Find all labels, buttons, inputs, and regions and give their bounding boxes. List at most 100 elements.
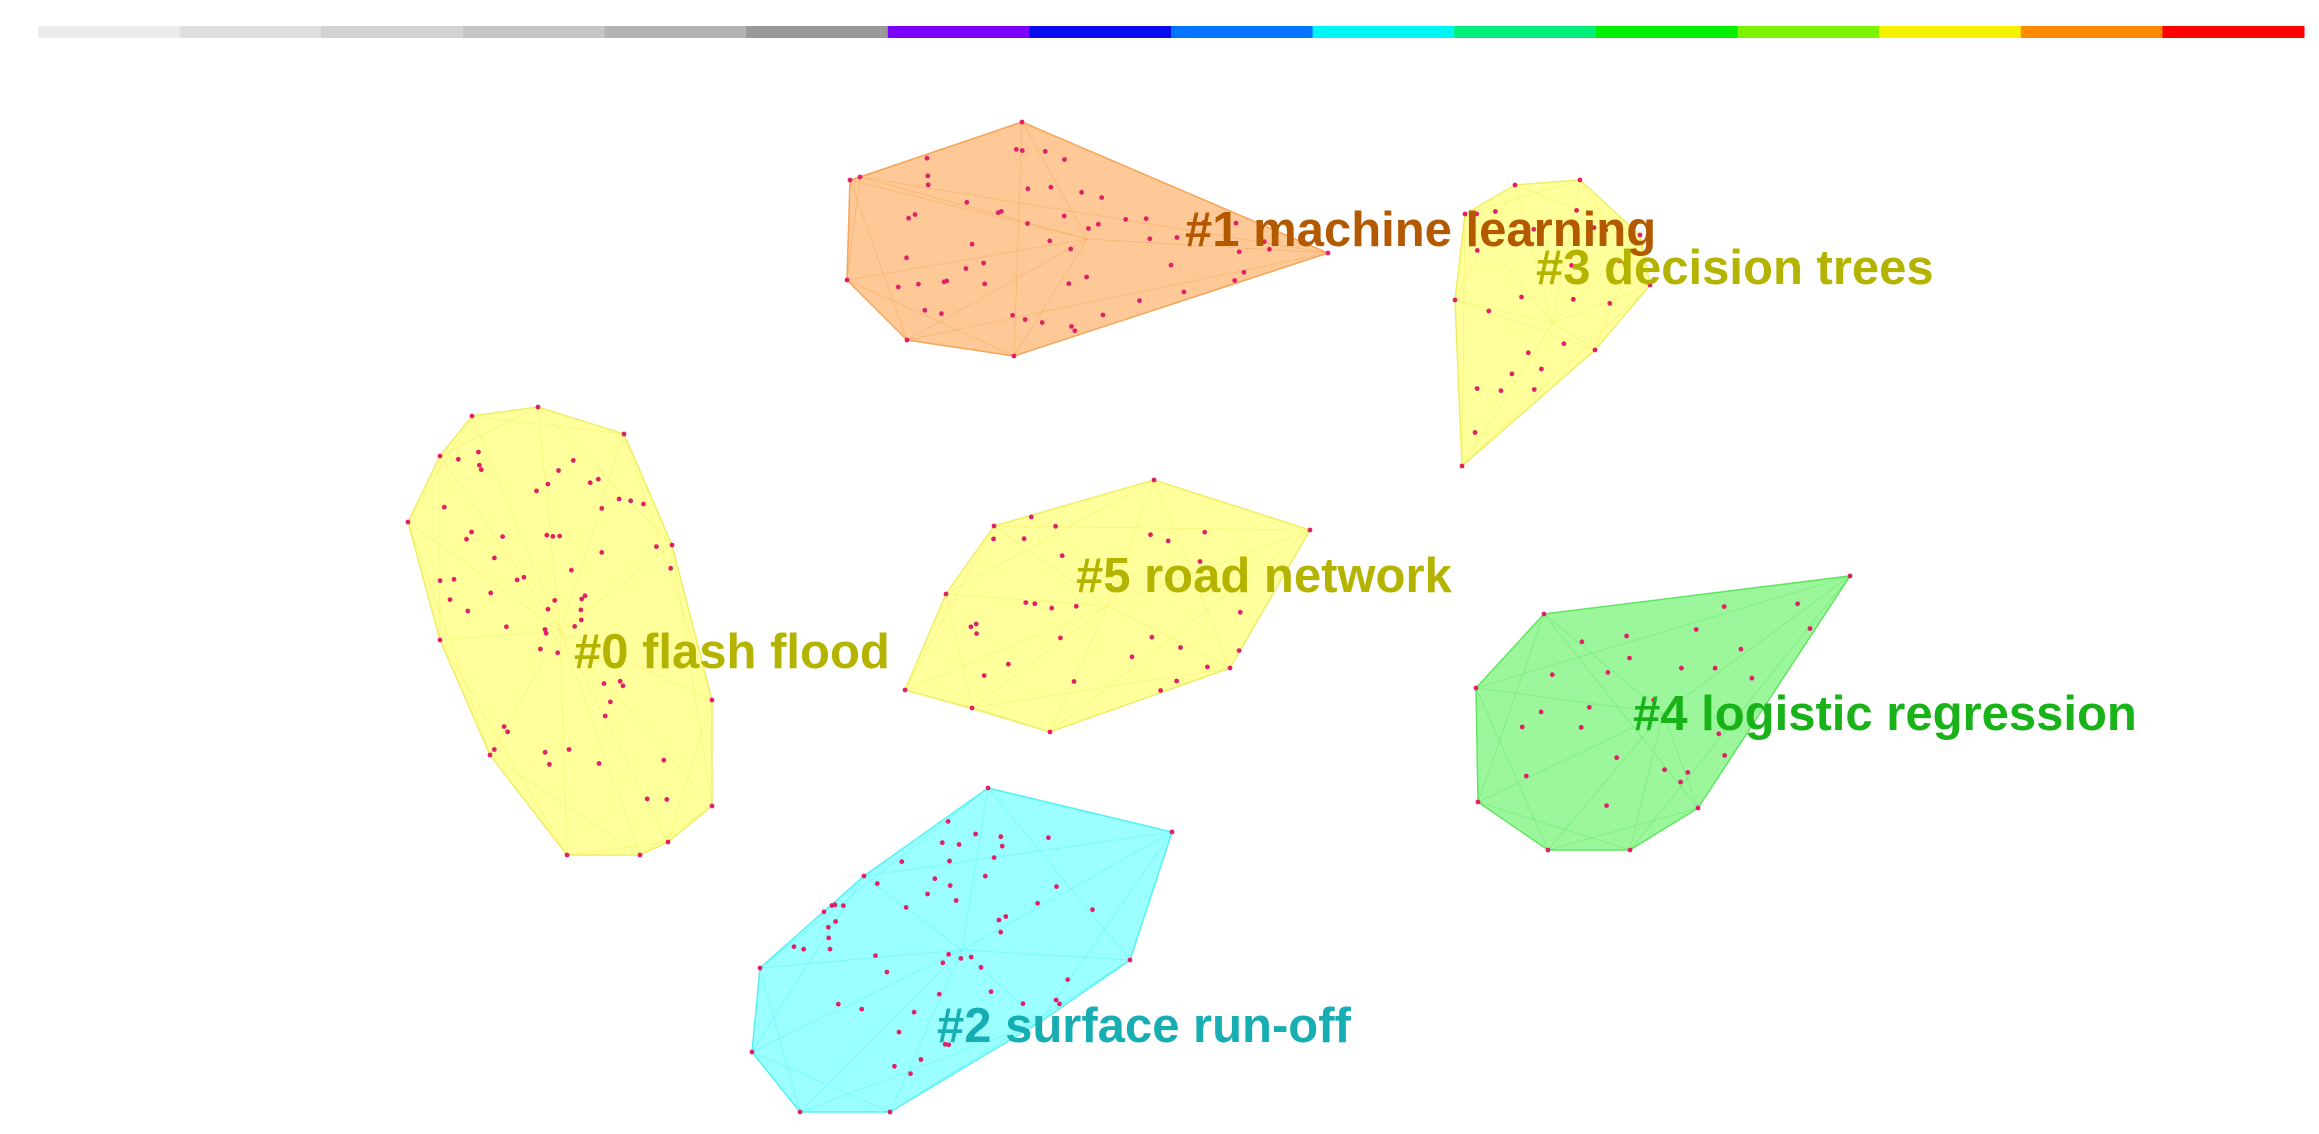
member-node xyxy=(1042,149,1048,154)
member-node xyxy=(944,278,950,284)
member-node xyxy=(1019,148,1025,153)
member-node xyxy=(1054,884,1059,889)
cluster-mesh-line xyxy=(849,121,1023,181)
member-node xyxy=(1065,977,1071,982)
member-node xyxy=(1525,350,1531,356)
cluster-mesh-line xyxy=(1477,801,1631,851)
member-node xyxy=(478,467,484,473)
cluster-mesh-5 xyxy=(904,479,1311,733)
member-node xyxy=(861,873,867,879)
cluster-mesh-line xyxy=(489,630,561,756)
cluster-group-3[interactable] xyxy=(1452,177,1653,469)
cluster-mesh-line xyxy=(859,176,1088,240)
cluster-mesh-line xyxy=(1454,184,1516,301)
member-node xyxy=(916,281,921,287)
member-node xyxy=(1749,675,1755,681)
member-node xyxy=(654,544,659,549)
cluster-mesh-line xyxy=(1475,687,1664,714)
member-node xyxy=(552,598,558,603)
member-node xyxy=(841,903,846,909)
member-node xyxy=(1512,182,1518,188)
member-node xyxy=(892,1063,897,1069)
member-node xyxy=(637,852,643,858)
cluster-mesh-line xyxy=(639,805,713,856)
member-node xyxy=(996,917,1002,923)
cluster-mesh-line xyxy=(889,949,963,1113)
member-node xyxy=(1679,665,1684,671)
member-node xyxy=(661,757,667,763)
member-node xyxy=(477,462,482,468)
cluster-mesh-line xyxy=(1579,179,1651,286)
member-node xyxy=(922,307,928,313)
cluster-group-4[interactable] xyxy=(1473,573,1853,853)
cluster-group-0[interactable] xyxy=(405,404,715,858)
member-node xyxy=(1158,688,1163,693)
cluster-mesh-line xyxy=(1049,605,1108,733)
member-node xyxy=(1073,603,1079,609)
member-node xyxy=(1607,301,1613,306)
member-node xyxy=(1475,799,1481,805)
member-node xyxy=(1039,320,1045,325)
member-node xyxy=(964,199,970,205)
member-node xyxy=(1523,773,1529,779)
cluster-label-4[interactable]: #4 logistic regression xyxy=(1633,687,2137,741)
cluster-label-1[interactable]: #1 machine learning xyxy=(1185,203,1656,257)
timeline-segment xyxy=(38,26,181,38)
member-node xyxy=(437,637,443,643)
member-node xyxy=(1847,573,1853,579)
member-node xyxy=(550,534,556,539)
member-node xyxy=(469,529,474,535)
member-node xyxy=(826,935,832,941)
member-node xyxy=(1100,312,1106,318)
member-node xyxy=(1539,366,1544,372)
cluster-label-0[interactable]: #0 flash flood xyxy=(574,625,890,679)
cluster-mesh-line xyxy=(906,238,1088,341)
cluster-mesh-line xyxy=(1454,299,1596,351)
cluster-group-1[interactable] xyxy=(844,119,1331,359)
member-node xyxy=(969,241,975,247)
member-node xyxy=(1647,282,1653,288)
cluster-members-3 xyxy=(1452,177,1653,469)
member-node xyxy=(1574,208,1579,213)
cluster-mesh-line xyxy=(559,630,641,856)
member-node xyxy=(1721,604,1727,609)
member-node xyxy=(924,155,930,161)
cluster-label-2[interactable]: #2 surface run-off xyxy=(937,999,1352,1053)
cluster-mesh-line xyxy=(849,179,1088,240)
member-node xyxy=(544,532,550,538)
cluster-mesh-line xyxy=(971,605,1108,709)
member-node xyxy=(1057,1001,1062,1007)
cluster-mesh-line xyxy=(1543,613,1664,714)
member-node xyxy=(1165,538,1171,544)
cluster-members-0 xyxy=(405,404,715,858)
member-node xyxy=(569,567,574,573)
member-node xyxy=(947,883,953,888)
cluster-mesh-line xyxy=(945,593,1108,607)
member-node xyxy=(596,761,602,766)
member-node xyxy=(1011,353,1017,359)
cluster-group-2[interactable] xyxy=(749,785,1175,1115)
member-node xyxy=(1241,269,1247,275)
member-node xyxy=(1174,235,1180,240)
member-node xyxy=(1227,665,1233,671)
cluster-mesh-line xyxy=(537,406,561,632)
cluster-group-5[interactable] xyxy=(902,477,1313,735)
member-node xyxy=(1049,605,1055,611)
member-node xyxy=(1023,600,1029,605)
member-node xyxy=(1459,463,1465,469)
member-node xyxy=(1099,195,1105,201)
member-node xyxy=(1032,601,1038,607)
cluster-label-5[interactable]: #5 road network xyxy=(1076,549,1453,603)
cluster-mesh-3 xyxy=(1454,179,1651,467)
member-node xyxy=(973,831,978,837)
member-node xyxy=(873,953,878,959)
member-node xyxy=(1010,312,1015,318)
cluster-mesh-line xyxy=(1662,712,1699,809)
cluster-mesh-line xyxy=(1475,575,1851,689)
cluster-label-3[interactable]: #3 decision trees xyxy=(1536,241,1934,295)
member-node xyxy=(902,687,908,693)
member-node xyxy=(1181,289,1187,295)
cluster-mesh-line xyxy=(439,455,561,632)
member-node xyxy=(1197,559,1203,564)
member-node xyxy=(940,960,946,966)
